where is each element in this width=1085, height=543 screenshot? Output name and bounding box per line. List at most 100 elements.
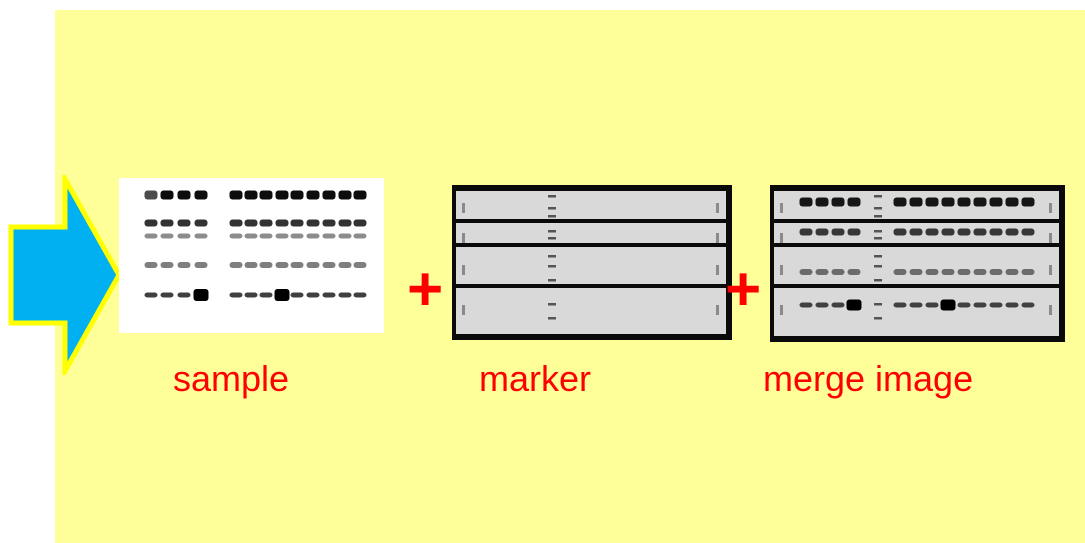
- blot-band: [925, 228, 939, 236]
- blot-band: [909, 197, 923, 207]
- blot-band: [290, 233, 304, 239]
- handwriting-mark: [1049, 265, 1052, 275]
- blot-band: [322, 190, 336, 200]
- blot-band: [941, 197, 955, 207]
- blot-band: [244, 190, 258, 200]
- blot-band: [893, 269, 907, 275]
- blot-band: [353, 219, 367, 227]
- blot-band: [259, 233, 273, 239]
- blot-band: [338, 190, 352, 200]
- blot-band: [229, 292, 243, 298]
- blot-band: [306, 262, 320, 268]
- blot-band: [957, 228, 971, 236]
- handwriting-mark: [780, 265, 783, 275]
- blot-band: [275, 190, 289, 200]
- blot-band: [973, 228, 987, 236]
- blot-band: [229, 262, 243, 268]
- blot-band: [989, 197, 1003, 207]
- ladder-band: [548, 265, 556, 268]
- blot-band: [799, 197, 813, 207]
- blot-band: [322, 219, 336, 227]
- ladder-band: [874, 195, 882, 198]
- blot-band: [244, 219, 258, 227]
- blot-band: [831, 228, 845, 236]
- blot-band: [144, 219, 158, 227]
- handwriting-mark: [780, 233, 783, 243]
- blot-band: [144, 292, 158, 298]
- blot-band: [229, 219, 243, 227]
- blot-band: [1005, 302, 1019, 308]
- ladder-band: [548, 230, 556, 233]
- blot-band: [909, 302, 923, 308]
- blot-band: [290, 262, 304, 268]
- ladder-band: [548, 255, 556, 258]
- blot-band: [193, 289, 209, 301]
- blot-band: [338, 233, 352, 239]
- blot-band: [1005, 197, 1019, 207]
- ladder-band: [874, 215, 882, 218]
- blot-band: [846, 299, 862, 311]
- ladder-band: [874, 230, 882, 233]
- ladder-band: [548, 215, 556, 218]
- blot-band: [144, 262, 158, 268]
- blot-band: [989, 228, 1003, 236]
- blot-band: [322, 292, 336, 298]
- ladder-band: [874, 317, 882, 320]
- blot-band: [815, 197, 829, 207]
- blot-band: [847, 269, 861, 275]
- blot-band: [831, 269, 845, 275]
- blot-band: [177, 233, 191, 239]
- blot-band: [306, 292, 320, 298]
- ladder-band: [874, 279, 882, 282]
- blot-band: [847, 228, 861, 236]
- blot-band: [177, 190, 191, 200]
- blot-band: [989, 269, 1003, 275]
- ladder-band: [874, 255, 882, 258]
- membrane-strip: [456, 191, 726, 219]
- blot-band: [847, 197, 861, 207]
- blot-band: [799, 228, 813, 236]
- blot-band: [957, 269, 971, 275]
- marker-caption: marker: [479, 358, 592, 399]
- membrane-strip: [456, 247, 726, 284]
- blot-band: [177, 292, 191, 298]
- blot-band: [177, 219, 191, 227]
- blot-band: [893, 197, 907, 207]
- blot-band: [144, 233, 158, 239]
- ladder-band: [874, 207, 882, 210]
- blot-band: [306, 233, 320, 239]
- blot-band: [275, 233, 289, 239]
- blot-band: [893, 302, 907, 308]
- ladder-band: [548, 317, 556, 320]
- blot-band: [1021, 302, 1035, 308]
- plus-sign: +: [725, 255, 762, 324]
- blot-band: [957, 302, 971, 308]
- right-arrow-icon: [8, 175, 122, 375]
- blot-band: [1005, 269, 1019, 275]
- blot-band: [259, 219, 273, 227]
- blot-band: [815, 269, 829, 275]
- ladder-band: [548, 207, 556, 210]
- membrane-strip: [456, 288, 726, 334]
- blot-band: [941, 228, 955, 236]
- blot-band: [973, 302, 987, 308]
- blot-band: [1021, 269, 1035, 275]
- blot-band: [989, 302, 1003, 308]
- blot-band: [799, 269, 813, 275]
- merge-image-caption: merge image: [763, 358, 974, 399]
- blot-band: [831, 302, 845, 308]
- blot-band: [194, 233, 208, 239]
- blot-band: [244, 233, 258, 239]
- handwriting-mark: [1049, 233, 1052, 243]
- blot-band: [353, 292, 367, 298]
- blot-band: [353, 190, 367, 200]
- blot-band: [306, 219, 320, 227]
- blot-band: [244, 262, 258, 268]
- blot-band: [957, 197, 971, 207]
- blot-band: [831, 197, 845, 207]
- blot-band: [290, 190, 304, 200]
- handwriting-mark: [716, 265, 719, 275]
- blot-band: [1021, 228, 1035, 236]
- blot-band: [160, 219, 174, 227]
- ladder-band: [548, 237, 556, 240]
